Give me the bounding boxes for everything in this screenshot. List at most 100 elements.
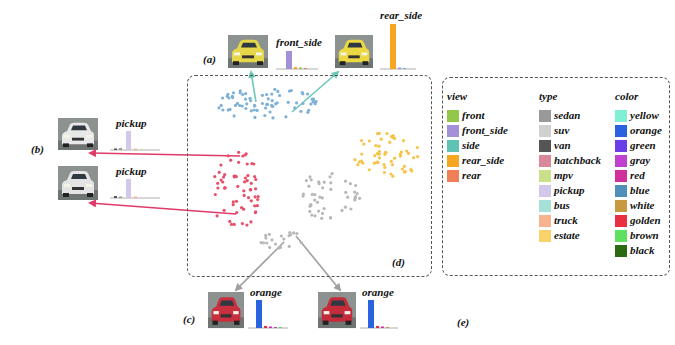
bar-chart	[110, 131, 160, 150]
scatter-point	[245, 224, 248, 227]
scatter-point	[331, 172, 334, 175]
scatter-point	[222, 176, 225, 179]
scatter-point	[271, 105, 274, 108]
scatter-point	[254, 178, 257, 181]
scatter-point	[368, 139, 371, 142]
scatter-point	[360, 160, 363, 163]
legend-swatch	[539, 170, 551, 182]
scatter-point	[271, 99, 274, 102]
scatter-point	[313, 199, 316, 202]
legend-text: mpv	[554, 169, 573, 182]
scatter-point	[231, 96, 234, 99]
legend-text: orange	[630, 124, 662, 137]
scatter-point	[354, 184, 357, 187]
scatter-point	[383, 166, 386, 169]
scatter-point	[249, 99, 252, 102]
scatter-point	[329, 216, 332, 219]
scatter-point	[221, 180, 224, 183]
scatter-point	[323, 207, 326, 210]
scatter-point	[306, 92, 309, 95]
scatter-point	[376, 161, 379, 164]
scatter-point	[263, 114, 266, 117]
scatter-point	[280, 234, 283, 237]
scatter-point	[232, 91, 235, 94]
scatter-point	[239, 89, 242, 92]
scatter-point	[249, 188, 252, 191]
scatter-point	[412, 156, 415, 159]
scatter-point	[306, 111, 309, 114]
legend-swatch	[615, 170, 627, 182]
car-photo	[58, 166, 98, 200]
scatter-point	[310, 178, 313, 181]
scatter-point	[266, 103, 269, 106]
scatter-point	[227, 154, 230, 157]
scatter-point	[220, 104, 223, 107]
scatter-point	[301, 102, 304, 105]
legend-text: blue	[630, 184, 650, 197]
scatter-point	[237, 151, 240, 154]
legend-text: sedan	[554, 109, 580, 122]
legend-text: gray	[630, 154, 650, 167]
car-photo	[208, 292, 244, 328]
scatter-panel: (d)	[187, 75, 432, 277]
example-label: front_side	[276, 36, 324, 50]
scatter-point	[409, 168, 412, 171]
scatter-point	[308, 175, 311, 178]
scatter-point	[234, 175, 237, 178]
scatter-point	[300, 241, 303, 244]
scatter-point	[268, 233, 271, 236]
scatter-point	[344, 180, 347, 183]
example-label: rear_side	[380, 9, 425, 23]
scatter-point	[321, 212, 324, 215]
legend-text: yellow	[630, 109, 659, 122]
scatter-point	[344, 191, 347, 194]
legend-text: red	[630, 169, 645, 182]
scatter-point	[244, 107, 247, 110]
bar-chart	[276, 51, 318, 69]
legend-text: van	[554, 139, 571, 152]
scatter-point	[301, 92, 304, 95]
legend-swatch	[615, 185, 627, 197]
scatter-point	[321, 196, 324, 199]
legend-text: pickup	[554, 184, 585, 197]
scatter-point	[249, 220, 252, 223]
scatter-point	[250, 162, 253, 165]
scatter-point	[340, 209, 343, 212]
scatter-point	[241, 104, 244, 107]
legend-text: suv	[554, 124, 569, 137]
bar-chart	[110, 179, 160, 198]
legend-panel: (e)viewtypecolorfrontfront_sidesiderear_…	[442, 77, 670, 276]
example-label: orange	[250, 286, 284, 300]
scatter-point	[247, 196, 250, 199]
scatter-point	[223, 187, 226, 190]
scatter-point	[374, 144, 377, 147]
legend-swatch	[539, 185, 551, 197]
scatter-point	[244, 92, 247, 95]
scatter-point	[232, 203, 235, 206]
legend-swatch	[615, 125, 627, 137]
scatter-point	[253, 104, 256, 107]
scatter-point	[313, 214, 316, 217]
example-label: orange	[362, 286, 396, 300]
scatter-point	[245, 102, 248, 105]
scatter-point	[223, 209, 226, 212]
scatter-point	[228, 108, 231, 111]
scatter-point	[261, 94, 264, 97]
panel-tag: (c)	[183, 313, 195, 326]
legend-swatch	[539, 140, 551, 152]
legend-swatch	[615, 140, 627, 152]
scatter-point	[256, 198, 259, 201]
node-text: (d)	[392, 256, 405, 269]
car-photo	[335, 35, 373, 68]
legend-text: golden	[630, 214, 661, 227]
scatter-point	[353, 158, 356, 161]
scatter-point	[253, 108, 256, 111]
scatter-point	[264, 106, 267, 109]
scatter-point	[213, 175, 216, 178]
example-label: pickup	[116, 165, 149, 179]
scatter-point	[403, 165, 406, 168]
scatter-point	[376, 152, 379, 155]
node-text: pickup	[116, 117, 147, 130]
scatter-point	[307, 185, 310, 188]
